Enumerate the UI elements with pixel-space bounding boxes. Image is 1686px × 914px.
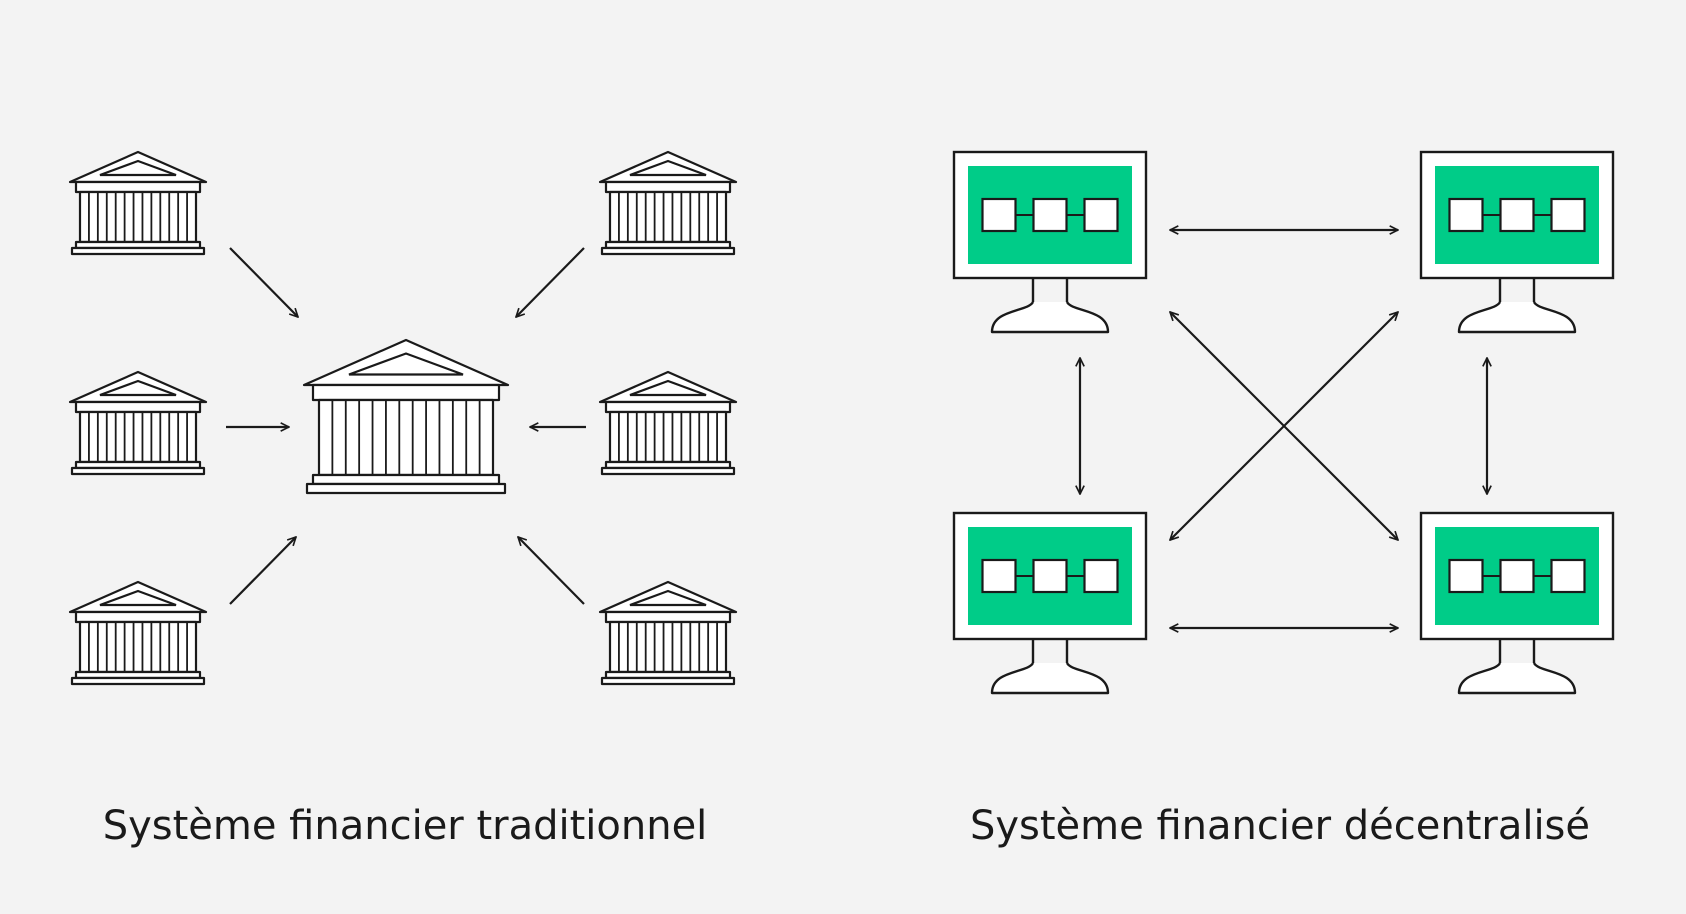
central-bank-icon bbox=[302, 338, 510, 495]
arrow-bottom-left-to-center bbox=[229, 537, 296, 605]
bank-icon-top-left bbox=[68, 150, 208, 256]
bank-icon-middle-left bbox=[68, 370, 208, 476]
bank-icon-bottom-left bbox=[68, 580, 208, 686]
bank-icon-bottom-right bbox=[598, 580, 738, 686]
computer-monitor-icon-top-right bbox=[1419, 150, 1615, 334]
traditional-system-caption: Système financier traditionnel bbox=[102, 803, 708, 849]
bank-icon-top-right bbox=[598, 150, 738, 256]
bank-icon-middle-right bbox=[598, 370, 738, 476]
blockchain-blocks-icon bbox=[981, 197, 1119, 233]
peripheral-banks bbox=[68, 150, 738, 686]
blockchain-blocks-icon bbox=[1448, 197, 1586, 233]
computer-monitor-icon-bottom-right bbox=[1419, 511, 1615, 695]
computer-monitor-icon-bottom-left bbox=[952, 511, 1148, 695]
peer-computers bbox=[952, 150, 1615, 695]
inbound-arrows bbox=[226, 247, 586, 605]
blockchain-blocks-icon bbox=[981, 558, 1119, 594]
computer-monitor-icon-top-left bbox=[952, 150, 1148, 334]
arrow-bottom-right-to-center bbox=[518, 537, 585, 605]
traditional-system-panel bbox=[68, 150, 738, 686]
blockchain-blocks-icon bbox=[1448, 558, 1586, 594]
central-bank-building bbox=[302, 338, 510, 495]
arrow-top-left-to-center bbox=[229, 247, 298, 317]
decentralized-system-caption: Système financier décentralisé bbox=[969, 803, 1591, 849]
arrow-top-right-to-center bbox=[516, 247, 585, 317]
arrow-top-right-bottom-left bbox=[1170, 312, 1398, 540]
peer-to-peer-arrows bbox=[1080, 230, 1487, 628]
decentralized-system-panel bbox=[952, 150, 1615, 695]
